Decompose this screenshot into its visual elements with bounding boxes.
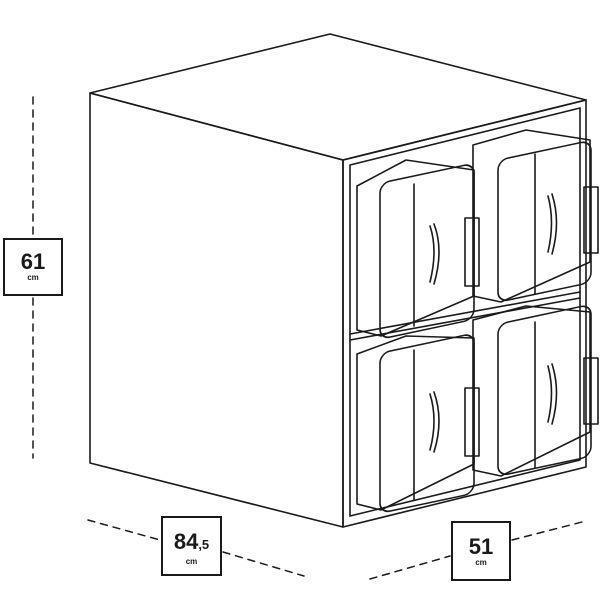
bin-top-right (472, 129, 599, 303)
shelf-edge (349, 291, 581, 335)
depth-dim-line-left (369, 555, 451, 580)
depth-dimension-label: 51 cm (451, 521, 511, 581)
bin-top-left (356, 159, 480, 339)
width-unit: cm (185, 557, 198, 566)
height-dimension-label: 61 cm (3, 238, 63, 296)
width-dimension-label: 84,5 cm (161, 516, 222, 576)
height-value: 61 (20, 249, 46, 274)
width-value: 84 (173, 529, 199, 554)
height-unit: cm (27, 273, 39, 282)
depth-dim-line-right (511, 521, 583, 541)
cabinet-body (89, 33, 587, 528)
depth-unit: cm (475, 558, 487, 567)
width-dim-line-left (87, 519, 161, 541)
bin-bottom-right (472, 305, 599, 477)
cabinet-opening (349, 107, 581, 517)
bin-bottom-left (356, 334, 480, 513)
cabinet-front-frame (342, 99, 587, 528)
width-dim-line-right (222, 551, 305, 577)
dimension-lines (32, 96, 583, 580)
cabinet-left-side (89, 92, 344, 528)
width-decimal: ,5 (198, 537, 210, 552)
cabinet-top (89, 33, 587, 161)
depth-value: 51 (468, 534, 494, 559)
